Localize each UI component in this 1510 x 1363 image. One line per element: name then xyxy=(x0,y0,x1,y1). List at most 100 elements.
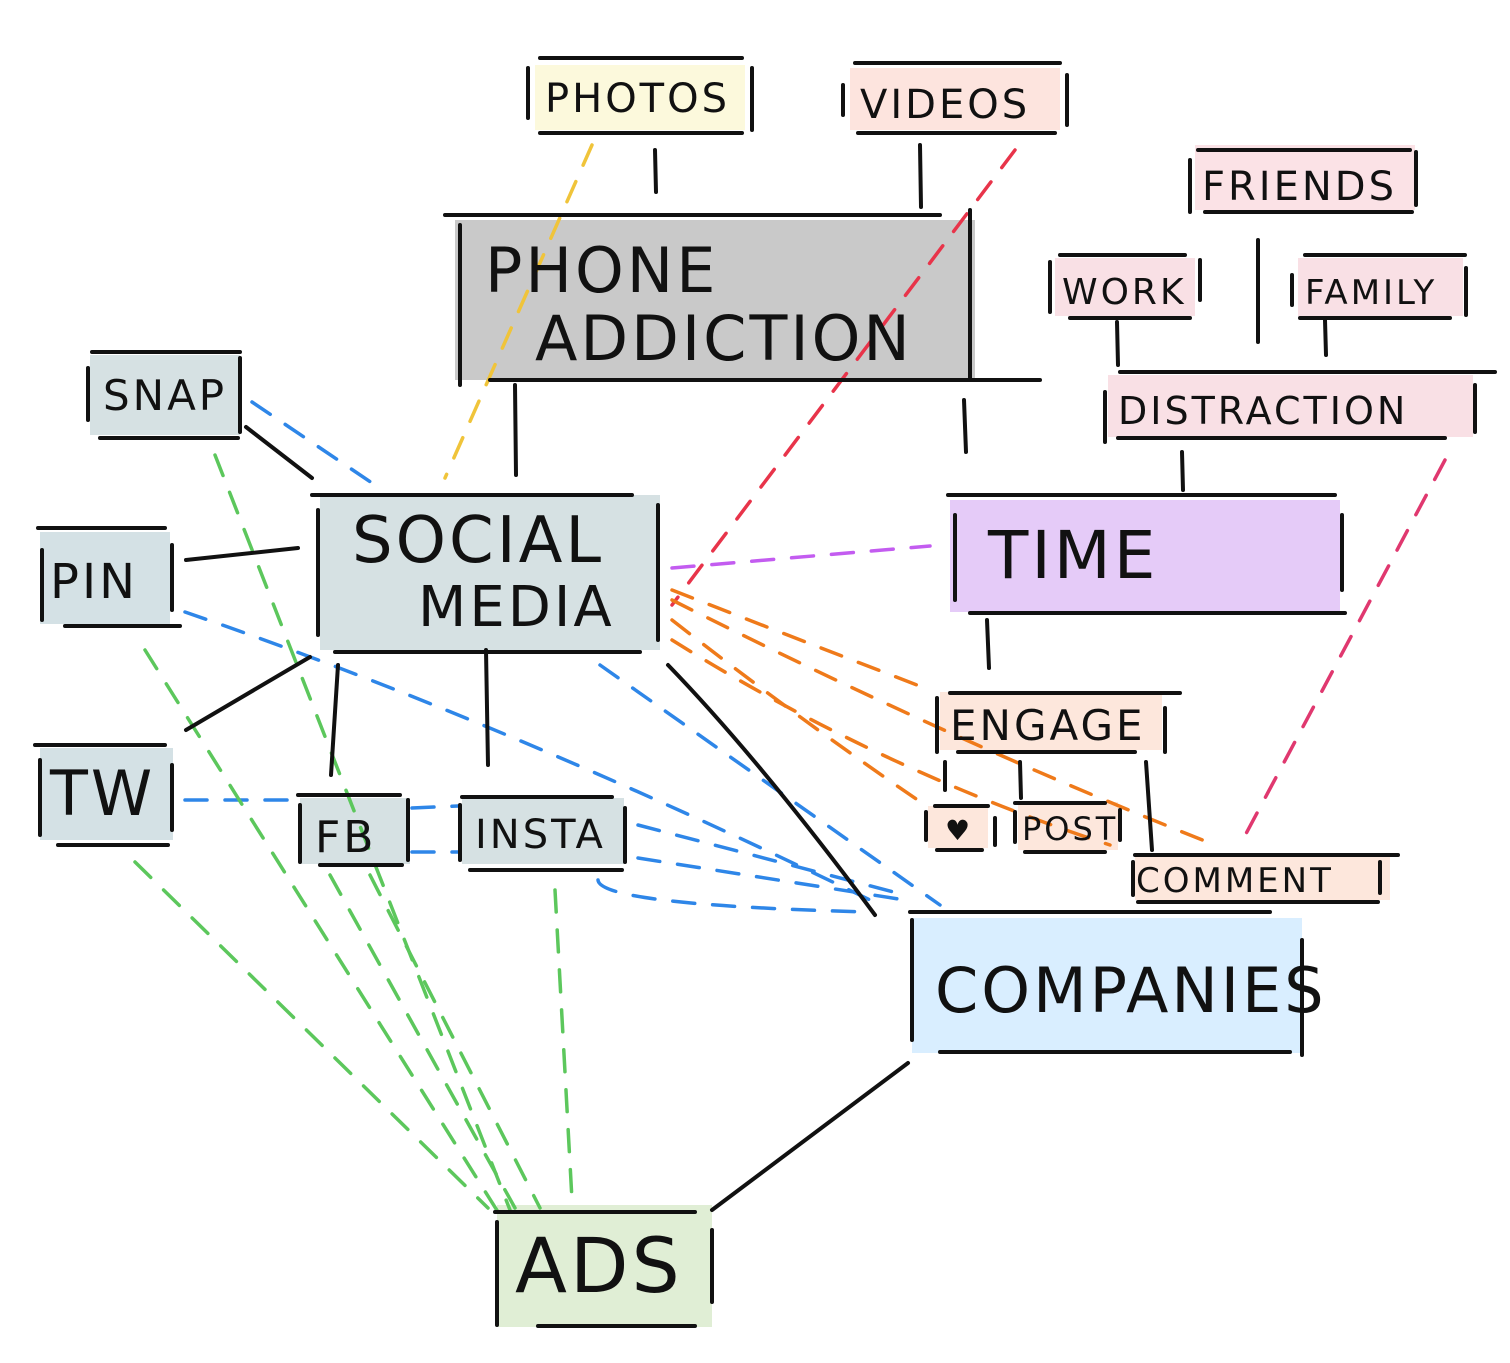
videos-fill xyxy=(850,68,1060,130)
snap-fill xyxy=(90,355,240,435)
edge-engage-comment xyxy=(1144,760,1154,852)
videos-frame xyxy=(841,61,1069,135)
solid-edges xyxy=(184,143,1328,1212)
ads-label: ADS xyxy=(515,1221,683,1310)
pin-frame xyxy=(36,526,182,628)
snap-label: SNAP xyxy=(103,371,227,420)
edge-social-companies xyxy=(598,663,942,907)
edge-pin-ads xyxy=(143,648,500,1214)
distraction-fill xyxy=(1108,375,1473,437)
friends-fill xyxy=(1195,145,1415,210)
edge-social-comment-2 xyxy=(670,638,1112,847)
edge-distraction-time xyxy=(1180,450,1185,492)
videos-label: VIDEOS xyxy=(860,82,1030,128)
edge-social-insta xyxy=(484,648,490,767)
social-media-fill xyxy=(320,495,660,650)
edge-phone-social xyxy=(513,383,518,477)
node-fills xyxy=(40,65,1473,1327)
edge-insta-companies-3 xyxy=(596,878,872,914)
edge-social-like xyxy=(670,618,927,807)
edge-time-engage xyxy=(985,618,991,670)
work-fill xyxy=(1055,258,1195,316)
snap-frame xyxy=(86,350,242,440)
like-frame xyxy=(924,804,997,852)
tw-frame xyxy=(33,743,174,847)
engage-fill xyxy=(940,692,1162,750)
distraction-frame xyxy=(1103,370,1497,444)
like-heart-icon: ♥ xyxy=(945,814,973,847)
fb-frame xyxy=(296,793,410,867)
edge-photos-social xyxy=(443,143,594,480)
companies-fill xyxy=(912,918,1302,1053)
photos-frame xyxy=(526,56,754,135)
family-fill xyxy=(1298,258,1463,316)
edge-pin-social-solid xyxy=(184,546,300,562)
engage-label: ENGAGE xyxy=(950,701,1146,750)
edge-snap-social xyxy=(250,400,377,487)
edge-phone-time xyxy=(962,398,968,454)
edge-social-fb xyxy=(329,663,340,777)
family-frame xyxy=(1290,253,1468,320)
edge-engage-post xyxy=(1018,760,1023,800)
edge-pin-companies xyxy=(183,610,872,902)
edge-family-distraction xyxy=(1323,318,1328,357)
time-label: TIME xyxy=(987,517,1158,594)
comment-fill xyxy=(1135,855,1390,900)
work-frame xyxy=(1048,253,1202,320)
photos-label: PHOTOS xyxy=(545,76,730,122)
photos-fill xyxy=(535,65,745,130)
comment-label: COMMENT xyxy=(1136,861,1334,901)
comment-frame xyxy=(1131,853,1400,904)
pin-label: PIN xyxy=(50,554,138,610)
dashed-edges xyxy=(133,143,1447,1214)
tw-fill xyxy=(40,748,173,840)
pin-fill xyxy=(40,532,170,624)
insta-fill xyxy=(462,798,624,864)
edge-social-engage xyxy=(670,588,932,692)
companies-frame xyxy=(908,910,1304,1057)
like-fill xyxy=(928,806,988,848)
friends-label: FRIENDS xyxy=(1202,164,1397,210)
post-fill xyxy=(1018,802,1118,850)
post-frame xyxy=(1013,801,1122,854)
time-fill xyxy=(950,500,1340,612)
node-frames xyxy=(33,56,1497,1328)
fb-label: FB xyxy=(315,812,377,863)
work-label: WORK xyxy=(1062,272,1187,313)
edge-social-comment xyxy=(670,598,1217,847)
family-label: FAMILY xyxy=(1305,273,1437,313)
insta-frame xyxy=(458,795,627,872)
edge-social-companies-solid xyxy=(666,663,877,917)
distraction-label: DISTRACTION xyxy=(1118,389,1408,433)
engage-frame xyxy=(935,691,1182,754)
post-label: POST xyxy=(1022,810,1118,848)
social-media-label-line1: SOCIAL xyxy=(352,504,604,578)
edge-fb-ads xyxy=(328,873,517,1210)
edge-work-distraction xyxy=(1115,320,1120,367)
friends-frame xyxy=(1188,148,1418,214)
ads-frame xyxy=(493,1210,714,1328)
phone-addiction-fill xyxy=(455,220,975,380)
insta-label: INSTA xyxy=(475,812,606,858)
ads-fill xyxy=(497,1205,712,1327)
edge-snap-social-solid xyxy=(244,425,314,480)
edge-insta-companies-2 xyxy=(636,856,907,902)
edge-fb-insta xyxy=(410,804,460,810)
edge-videos-social xyxy=(670,148,1017,607)
companies-label: COMPANIES xyxy=(935,954,1327,1027)
edge-insta-companies xyxy=(636,823,907,897)
edge-social-time xyxy=(670,544,932,570)
edge-insta-ads xyxy=(553,888,574,1202)
edge-tw-social-solid xyxy=(184,655,312,732)
edge-snap-ads xyxy=(213,453,512,1212)
phone-frame xyxy=(443,208,1042,387)
edge-companies-ads xyxy=(710,1061,910,1212)
edge-videos-phone xyxy=(918,143,923,209)
social-frame xyxy=(310,493,660,654)
social-media-label-line2: MEDIA xyxy=(418,575,615,640)
phone-addiction-label-line1: PHONE xyxy=(485,234,718,307)
edge-photos-phone xyxy=(653,148,658,194)
tw-label: TW xyxy=(49,757,155,830)
edge-fb-ads-2 xyxy=(368,873,542,1210)
